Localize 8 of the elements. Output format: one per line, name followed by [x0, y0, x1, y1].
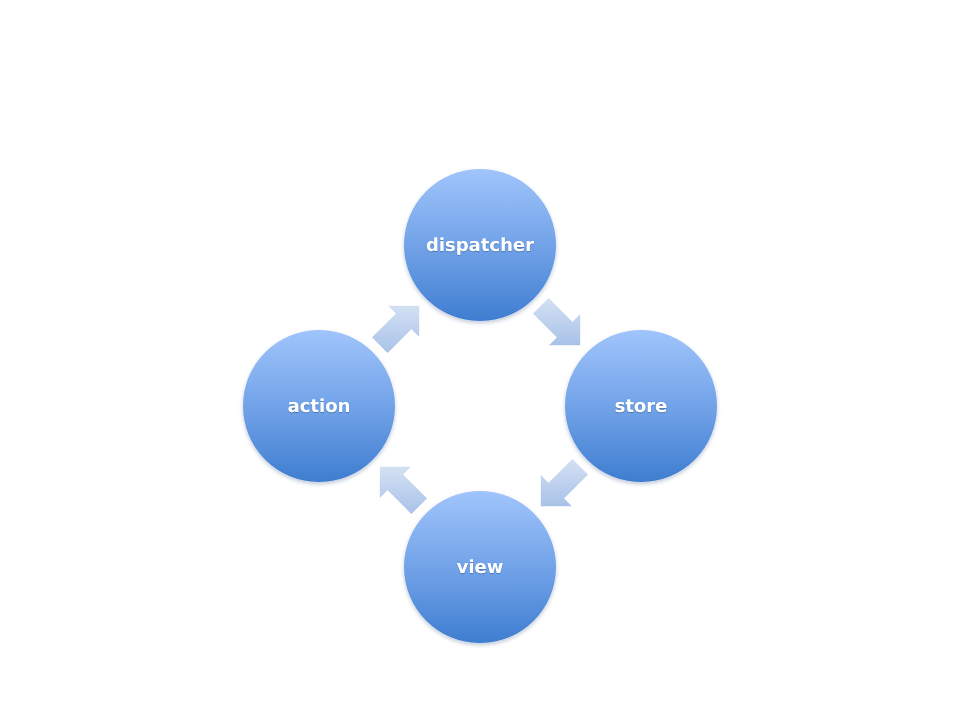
node-label: store	[614, 396, 668, 416]
node-label: dispatcher	[426, 234, 534, 256]
block-arrow	[380, 466, 427, 514]
block-arrow	[540, 459, 588, 506]
block-arrow	[533, 298, 580, 346]
node-label: action	[288, 396, 350, 416]
block-arrow	[372, 306, 420, 353]
node-label: view	[456, 556, 504, 578]
